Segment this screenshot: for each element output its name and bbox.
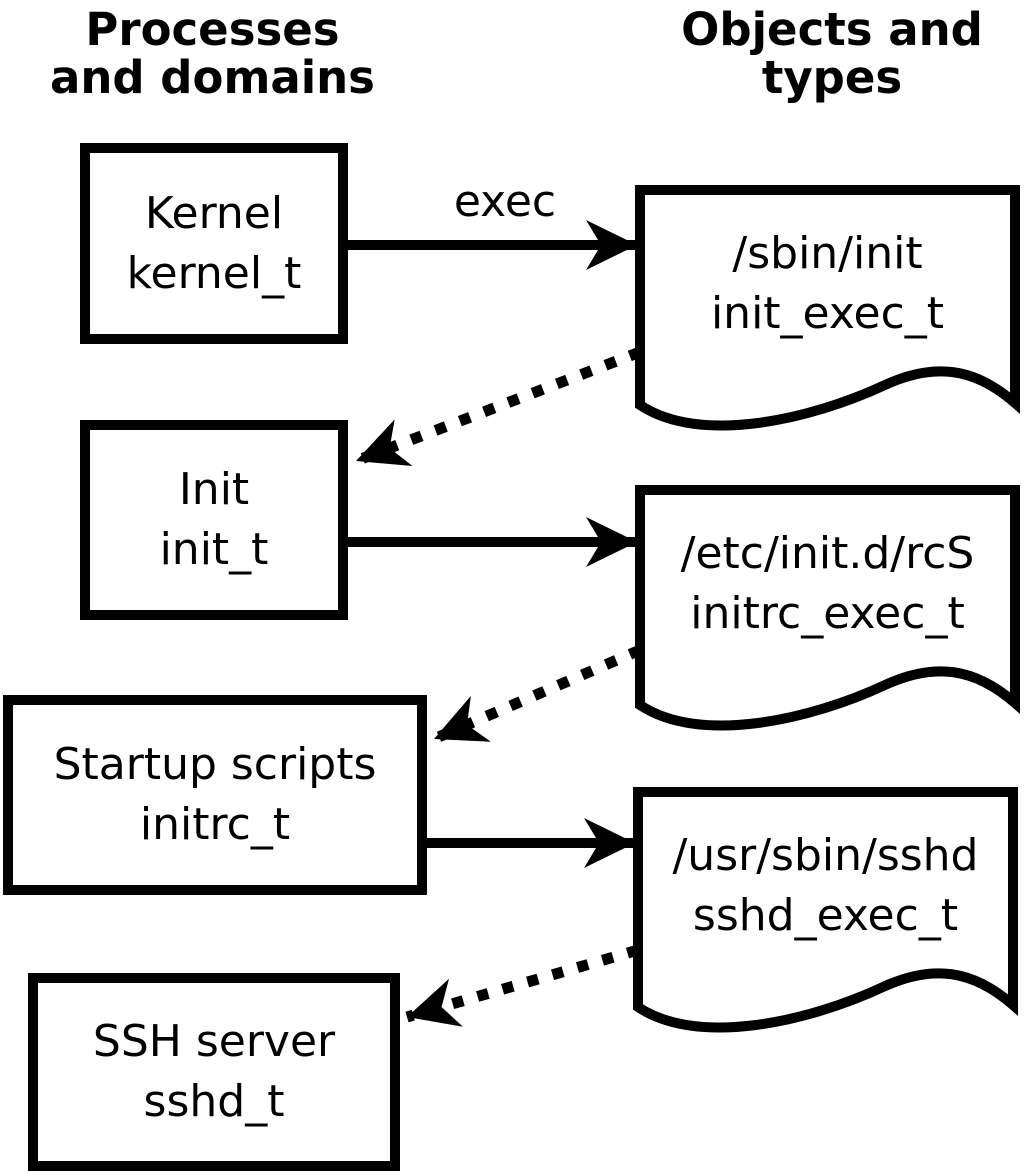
object-type: init_exec_t bbox=[710, 287, 945, 339]
column-header-objects: Objects and types bbox=[640, 6, 1024, 102]
object-label-sshd: /usr/sbin/sshd sshd_exec_t bbox=[643, 798, 1008, 973]
object-document-init bbox=[635, 185, 1020, 431]
header-line: types bbox=[761, 51, 903, 104]
header-line: Objects and bbox=[681, 3, 983, 56]
object-label-initrc: /etc/init.d/rcS initrc_exec_t bbox=[645, 496, 1010, 671]
object-path: /usr/sbin/sshd bbox=[672, 829, 979, 881]
object-path: /sbin/init bbox=[732, 227, 923, 279]
transition-arrow-to-initrc bbox=[431, 644, 643, 745]
object-type: sshd_exec_t bbox=[692, 889, 959, 941]
process-box-init: Init init_t bbox=[80, 420, 348, 620]
process-box-startup-scripts: Startup scripts initrc_t bbox=[3, 695, 427, 895]
process-name: Kernel bbox=[144, 187, 284, 239]
process-domain: init_t bbox=[159, 524, 269, 575]
transition-arrow-to-init bbox=[354, 346, 642, 467]
process-name: Init bbox=[178, 464, 250, 515]
header-line: and domains bbox=[50, 51, 375, 104]
transition-arrow-to-sshd bbox=[405, 944, 640, 1027]
process-box-kernel: Kernel kernel_t bbox=[80, 143, 348, 344]
process-name: SSH server bbox=[92, 1016, 336, 1067]
process-domain: initrc_t bbox=[139, 799, 291, 850]
document-shape bbox=[635, 485, 1020, 731]
object-label-init: /sbin/init init_exec_t bbox=[645, 196, 1010, 371]
column-header-processes: Processes and domains bbox=[5, 6, 420, 102]
exec-arrow-label: exec bbox=[453, 176, 557, 227]
object-path: /etc/init.d/rcS bbox=[680, 527, 975, 579]
document-shape bbox=[633, 787, 1018, 1033]
process-domain: sshd_t bbox=[143, 1076, 285, 1127]
header-line: Processes bbox=[85, 3, 340, 56]
document-shape bbox=[635, 185, 1020, 431]
object-type: initrc_exec_t bbox=[690, 587, 965, 639]
process-box-ssh-server: SSH server sshd_t bbox=[28, 973, 400, 1171]
process-domain: kernel_t bbox=[126, 247, 302, 299]
process-name: Startup scripts bbox=[53, 739, 377, 790]
object-document-sshd bbox=[633, 787, 1018, 1033]
object-document-initrc bbox=[635, 485, 1020, 731]
